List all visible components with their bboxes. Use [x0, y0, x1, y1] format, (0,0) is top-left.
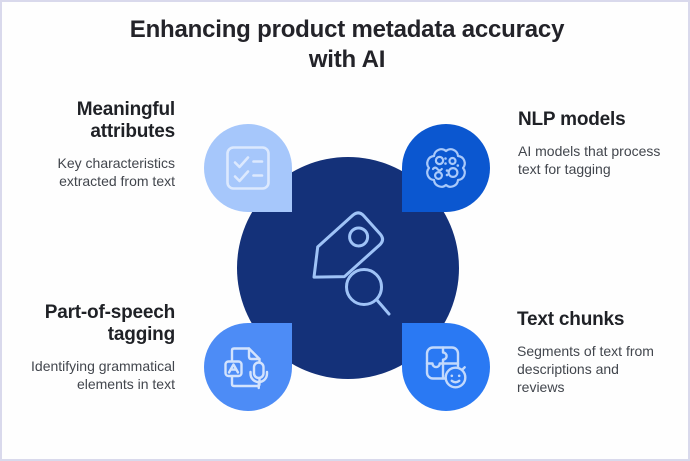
- item-description-meaningful-attributes: Key characteristics extracted from text: [57, 155, 175, 189]
- item-text-chunks: Text chunks Segments of text from descri…: [517, 309, 669, 396]
- item-heading-text-chunks: Text chunks: [517, 309, 625, 330]
- title-line-1: Enhancing product metadata accuracy: [129, 16, 565, 43]
- item-heading-part-of-speech-tagging: Part-of-speech tagging: [44, 302, 175, 345]
- item-heading-meaningful-attributes: Meaningful attributes: [76, 99, 175, 142]
- shape-meaningful-attributes: [204, 124, 292, 212]
- item-description-text-chunks: Segments of text from descriptions and r…: [517, 343, 654, 395]
- shape-part-of-speech-tagging: [204, 323, 292, 411]
- item-heading-nlp-models: NLP models: [518, 109, 626, 130]
- item-description-nlp-models: AI models that process text for tagging: [518, 143, 661, 177]
- puzzle-smiley-icon: [425, 346, 467, 389]
- shape-nlp-models: [402, 124, 490, 212]
- tag-search-icon: [312, 211, 391, 316]
- item-meaningful-attributes: Meaningful attributes Key characteristic…: [15, 99, 176, 190]
- title-line-2: with AI: [308, 46, 386, 73]
- page-title: Enhancing product metadata accuracy with …: [47, 15, 647, 75]
- document-voice-icon: [224, 347, 269, 390]
- item-description-part-of-speech-tagging: Identifying grammatical elements in text: [31, 358, 175, 392]
- shape-text-chunks: [402, 323, 490, 411]
- item-part-of-speech-tagging: Part-of-speech tagging Identifying gramm…: [7, 302, 175, 393]
- neural-network-icon: [426, 148, 466, 188]
- checklist-icon: [226, 146, 270, 190]
- item-nlp-models: NLP models AI models that process text f…: [518, 109, 683, 178]
